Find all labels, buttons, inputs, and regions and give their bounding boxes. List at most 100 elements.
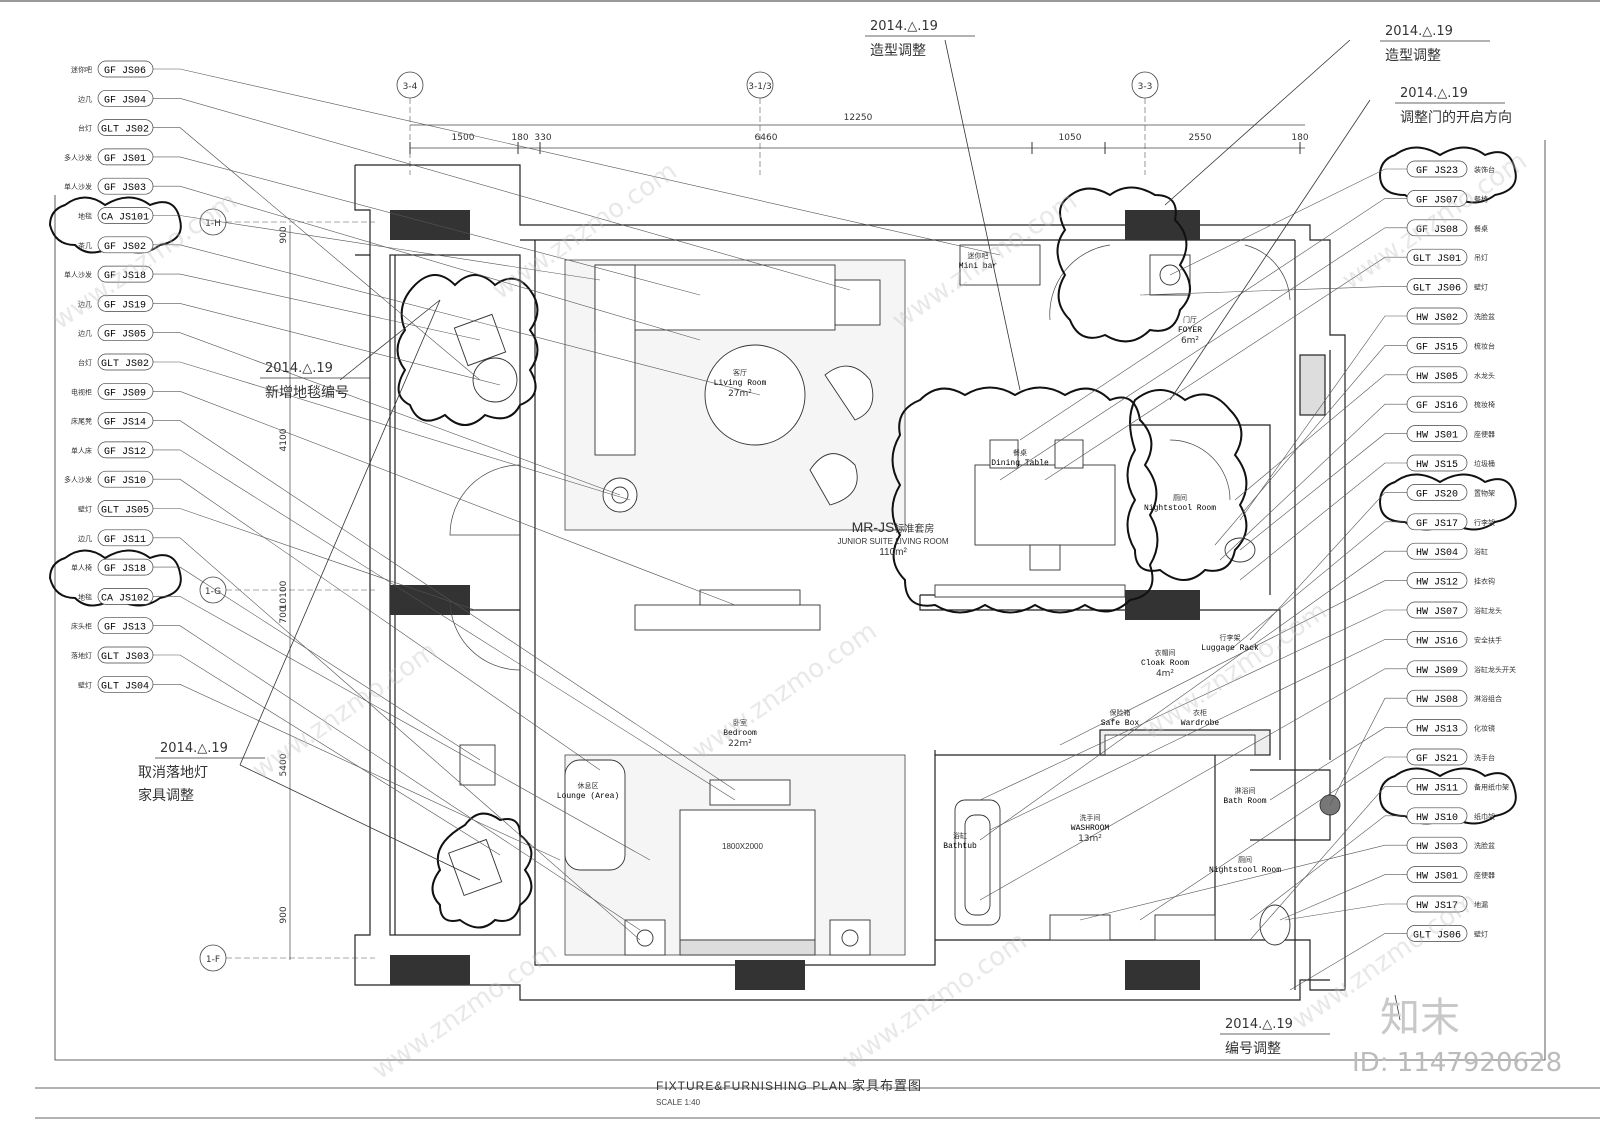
tag-bubble [97,60,154,78]
leader [153,390,736,606]
right-tag-code: HW JS08 [1416,695,1458,706]
tag-bubble [1406,807,1468,825]
left-tag-code: GF JS14 [104,418,146,429]
right-tag-name: 梳妆台 [1474,341,1495,350]
right-tag-code: GF JS07 [1416,195,1458,206]
room-title-en: JUNIOR SUITE LIVING ROOM [837,537,949,546]
right-tag-code: GF JS21 [1416,754,1458,765]
left-tag-name: 床头柜 [71,622,92,631]
leader [153,185,701,341]
door-swings [449,244,1291,671]
right-tag-code: HW JS15 [1416,460,1458,471]
tag-bubble [1406,307,1468,325]
right-tag-name: 安全扶手 [1474,635,1502,644]
revision-note-text: 新增地毯编号 [265,385,349,401]
cloud-tag-js18 [48,549,182,607]
tag-bubble [1406,631,1468,648]
left-tag-code: GF JS09 [104,388,146,399]
dim-segment: 180 [1291,133,1308,143]
tag-bubble [1406,484,1468,501]
tag-bubble [97,558,154,576]
leader [979,609,1407,801]
tag-bubble [97,324,154,342]
right-tag-code: GF JS20 [1416,489,1458,500]
leader [979,550,1407,841]
left-tag-name: 多人沙发 [64,153,92,162]
dim-total: 12250 [844,113,873,123]
right-tag-name: 餐椅 [1474,194,1488,203]
right-tag-code: GF JS15 [1416,342,1458,353]
revision-date: 2014.△.19 [265,361,333,376]
washbasin [1154,914,1216,941]
left-tag-name: 茶几 [78,241,92,250]
room-label-cn: 餐桌 [1013,448,1027,457]
left-tag-name: 台灯 [78,124,92,133]
left-tag-name: 单人椅 [71,563,92,572]
left-tag-name: 边几 [78,329,92,338]
left-tag-code: GF JS01 [104,154,146,165]
tag-bubble [1406,601,1468,619]
coffee-table [704,344,806,446]
revision-clouds [48,146,1517,929]
tag-bubble [97,89,154,107]
left-tag-name: 单人沙发 [64,182,92,191]
room-title-code: MR-JS [851,519,895,535]
dim-vertical: 10100 [279,580,289,609]
left-tag-code: GLT JS05 [101,506,149,517]
room-label-cn: 卧室 [733,718,747,727]
room-label-en: Bathtub [943,842,977,851]
revision-leader [239,764,481,881]
right-tag-code: HW JS04 [1416,548,1458,559]
washbasin [1049,914,1111,941]
leader [1214,345,1407,546]
leader [1284,903,1407,921]
axis-label: 1-F [206,955,220,965]
revision-leader [239,299,441,766]
left-tag-name: 迷你吧 [71,65,92,74]
revision-leader [339,299,441,381]
axis-label: 3-4 [403,82,418,92]
leader [1249,786,1407,941]
dining-chair [1054,439,1084,469]
round-table [472,357,518,403]
leader-lines [153,68,1407,991]
right-tag-name: 餐桌 [1474,224,1488,233]
cloud-tag-js23 [1378,146,1517,204]
right-tag-code: HW JS13 [1416,725,1458,736]
dining-table [974,464,1116,546]
room-label-area: 6m² [1181,336,1199,346]
left-tag-code: GF JS18 [104,564,146,575]
leader [1139,286,1407,296]
right-tag-code: HW JS01 [1416,431,1458,442]
structural-columns [390,210,1200,990]
right-tag: HW JS08 淋浴组合 [1406,689,1502,707]
room-label-cn: 门厅 [1183,315,1197,324]
room-label-en: FOYER [1178,326,1202,335]
room-label-en: Cloak Room [1141,659,1189,668]
leader [1059,580,1407,746]
right-tag-code: HW JS01 [1416,872,1458,883]
right-tag-name: 淋浴组合 [1474,694,1502,703]
leader [153,361,631,501]
right-tag-code: HW JS12 [1416,578,1458,589]
axis-marker-top: 3-4 [396,71,424,175]
